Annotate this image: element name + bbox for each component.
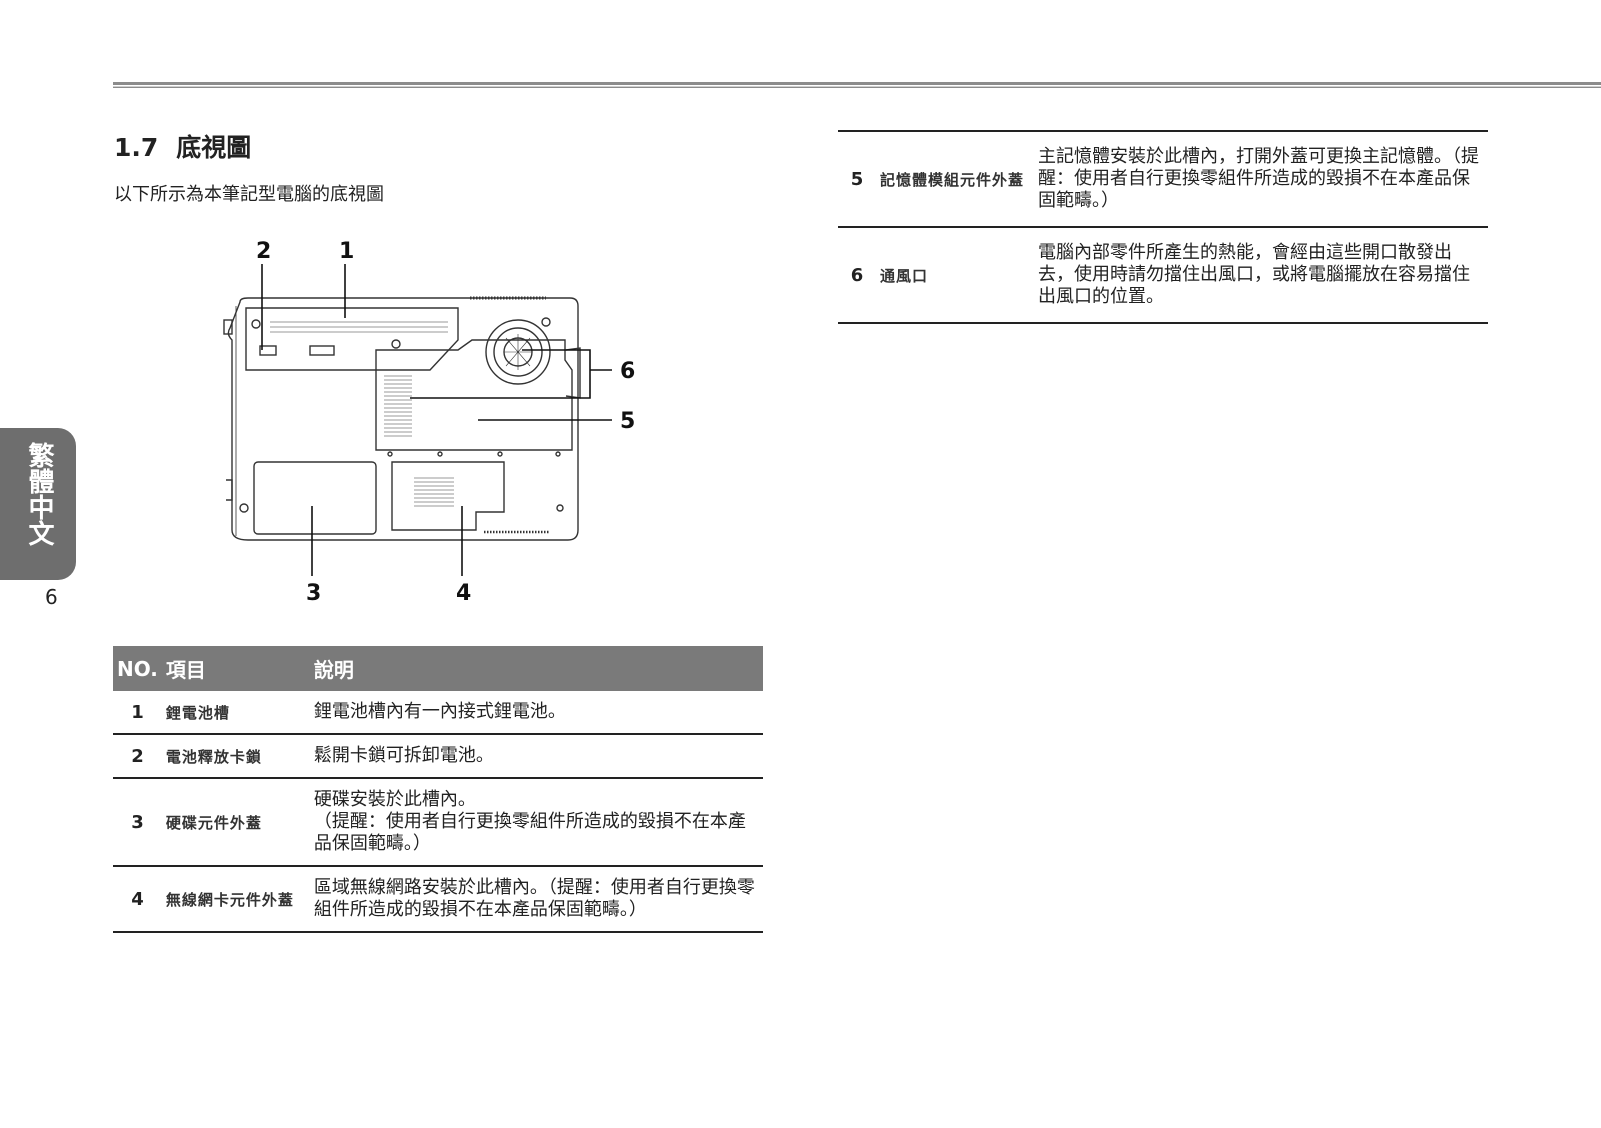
table-row: 4 無線網卡元件外蓋 區域無線網路安裝於此槽內。（提醒：使用者自行更換零組件所造… — [113, 866, 763, 933]
row-no: 3 — [113, 778, 162, 867]
intro-text: 以下所示為本筆記型電腦的底視圖 — [114, 184, 384, 205]
row-desc: 區域無線網路安裝於此槽內。（提醒：使用者自行更換零組件所造成的毀損不在本產品保固… — [309, 866, 763, 933]
row-desc: 硬碟安裝於此槽內。 （提醒：使用者自行更換零組件所造成的毀損不在本產品保固範疇。… — [309, 778, 763, 867]
row-desc: 電腦內部零件所產生的熱能，會經由這些開口散發出去，使用時請勿擋住出風口，或將電腦… — [1034, 227, 1488, 324]
header-desc: 說明 — [309, 646, 763, 691]
row-desc: 鬆開卡鎖可拆卸電池。 — [309, 734, 763, 779]
callout-3: 3 — [306, 581, 321, 606]
component-table-right: 5 記憶體模組元件外蓋 主記憶體安裝於此槽內，打開外蓋可更換主記憶體。（提醒：使… — [838, 130, 1488, 324]
row-no: 6 — [838, 227, 876, 324]
row-item: 記憶體模組元件外蓋 — [876, 131, 1034, 228]
section-title: 底視圖 — [176, 133, 252, 162]
callout-2: 2 — [256, 239, 271, 264]
laptop-bottom-illustration: 1 2 3 4 5 6 — [223, 239, 635, 606]
table-header-row: NO. 項目 說明 — [113, 646, 763, 691]
page-number: 6 — [45, 585, 58, 609]
row-item: 電池釋放卡鎖 — [161, 734, 310, 779]
row-desc: 主記憶體安裝於此槽內，打開外蓋可更換主記憶體。（提醒：使用者自行更換零組件所造成… — [1034, 131, 1488, 228]
table-row: 3 硬碟元件外蓋 硬碟安裝於此槽內。 （提醒：使用者自行更換零組件所造成的毀損不… — [113, 778, 763, 867]
callout-4: 4 — [456, 581, 471, 606]
table-row: 5 記憶體模組元件外蓋 主記憶體安裝於此槽內，打開外蓋可更換主記憶體。（提醒：使… — [838, 131, 1488, 228]
header-item: 項目 — [161, 646, 310, 691]
callout-6: 6 — [620, 359, 635, 384]
table-row: 6 通風口 電腦內部零件所產生的熱能，會經由這些開口散發出去，使用時請勿擋住出風… — [838, 227, 1488, 324]
row-item: 硬碟元件外蓋 — [161, 778, 310, 867]
row-desc: 鋰電池槽內有一內接式鋰電池。 — [309, 691, 763, 735]
table-row: 2 電池釋放卡鎖 鬆開卡鎖可拆卸電池。 — [113, 734, 763, 779]
callout-1: 1 — [339, 239, 354, 264]
row-no: 1 — [113, 691, 162, 735]
table-row: 1 鋰電池槽 鋰電池槽內有一內接式鋰電池。 — [113, 691, 763, 735]
section-heading: 1.7 底視圖 — [114, 128, 251, 164]
row-no: 5 — [838, 131, 876, 228]
language-label: 繁體中文 — [24, 442, 54, 546]
header-no: NO. — [113, 646, 162, 691]
row-item: 無線網卡元件外蓋 — [161, 866, 310, 933]
row-no: 4 — [113, 866, 162, 933]
language-side-tab: 繁體中文 — [0, 428, 76, 580]
section-number: 1.7 — [114, 133, 159, 162]
top-rule — [113, 82, 1601, 88]
component-table-left: NO. 項目 說明 1 鋰電池槽 鋰電池槽內有一內接式鋰電池。 2 電池釋放卡鎖… — [113, 646, 763, 933]
row-no: 2 — [113, 734, 162, 779]
laptop-bottom-view-figure: 1 2 3 4 5 6 — [200, 230, 670, 630]
row-item: 鋰電池槽 — [161, 691, 310, 735]
row-item: 通風口 — [876, 227, 1034, 324]
callout-5: 5 — [620, 409, 635, 434]
